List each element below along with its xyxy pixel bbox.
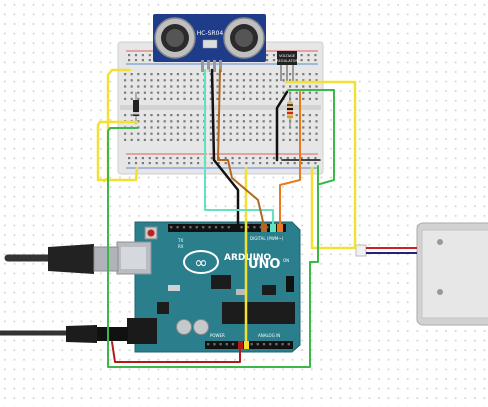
wire-black-1 (210, 68, 240, 228)
arduino-model: UNO (248, 257, 281, 272)
dc-power-plug-icon (0, 325, 128, 343)
atmega-chip (222, 302, 295, 324)
solenoid-lock-icon (355, 222, 488, 326)
power-label: POWER (210, 333, 225, 338)
wire-red (111, 341, 241, 363)
voltage-regulator: VOLTAGE REGULATOR (276, 51, 298, 81)
rx-label: RX (178, 244, 184, 249)
diode-icon (133, 92, 139, 124)
regulator-label-2: REGULATOR (276, 59, 298, 63)
wire-orange (279, 91, 301, 227)
on-label: ON (283, 258, 289, 263)
svg-text:∞: ∞ (194, 253, 207, 272)
regulator-label-1: VOLTAGE (279, 54, 296, 58)
sensor-model-label: HC-SR04 (197, 30, 224, 37)
wire-teal (204, 69, 274, 227)
wire-green-right (287, 89, 335, 185)
tx-label: TX (177, 238, 183, 243)
wire-green-left (107, 127, 319, 368)
wire-brown (217, 69, 265, 227)
digital-label: DIGITAL (PWM~) (250, 236, 284, 241)
arduino-brand: ARDUINO (224, 253, 272, 263)
wire-yellow-loop (96, 120, 139, 182)
arduino-logo-icon: ∞ (183, 250, 219, 274)
wire-yellow-right (284, 80, 357, 250)
ultrasonic-sensor-icon: HC-SR04 (153, 14, 266, 72)
usb-plug-icon (4, 244, 119, 274)
arduino-uno-board: DIGITAL (PWM~) POWER ANALOG IN ∞ ARDUINO… (116, 221, 301, 353)
wire-black-2 (275, 90, 289, 162)
wires (96, 68, 357, 368)
wire-ends (234, 224, 283, 349)
analog-label: ANALOG IN (258, 333, 280, 338)
resistor-icon (287, 92, 293, 128)
